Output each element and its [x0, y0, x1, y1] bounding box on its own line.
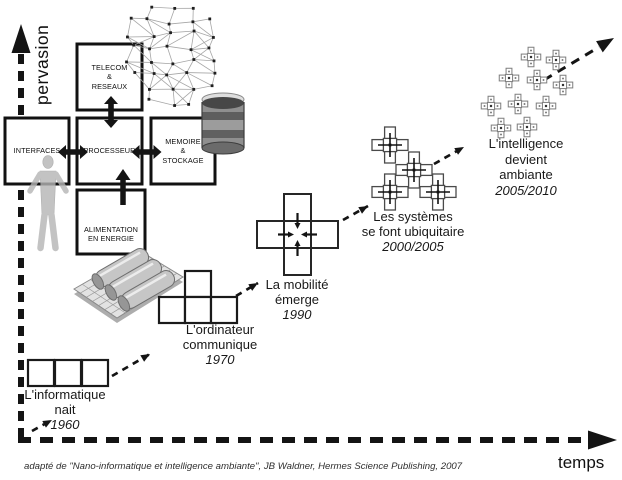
stage-2000-label: Les systèmes se font ubiquitaire 2000/20…: [361, 209, 465, 254]
human-figure-icon: [27, 155, 69, 252]
stage-1990-cluster: [256, 193, 339, 276]
pervasion-axis: [11, 24, 31, 437]
stage-1960-cluster: [26, 358, 110, 388]
up-arrow-icon: [11, 24, 31, 53]
database-cylinder-icon: [201, 92, 245, 155]
stage-2005-label: L'intelligence devient ambiante 2005/201…: [488, 136, 564, 198]
source-caption: adapté de "Nano-informatique et intellig…: [24, 461, 463, 472]
stage-1970-label: L'ordinateur communique 1970: [182, 322, 258, 367]
telecom-label: TELECOM & RESEAUX: [91, 63, 128, 91]
right-arrow-icon: [588, 430, 617, 450]
x-axis-label: temps: [558, 453, 605, 472]
interfaces-label: INTERFACES: [13, 146, 61, 156]
stage-2000-clusters: [371, 126, 457, 211]
dashed-diagonal-arrow-icon: [31, 38, 614, 433]
processeur-label: PROCESSEUR: [83, 146, 136, 156]
stage-1970-cluster: [157, 269, 239, 325]
stage-1990-arrows: [278, 213, 317, 256]
alimentation-box: [75, 188, 147, 256]
stage-2005-clusters: [480, 46, 574, 139]
y-axis-label: pervasion: [32, 24, 52, 105]
battery-cells-icon: [73, 248, 184, 323]
alimentation-label: ALIMENTATION EN ENERGIE: [83, 224, 139, 243]
memoire-label: MEMOIRE & STOCKAGE: [162, 137, 204, 165]
temps-axis: [18, 430, 617, 450]
stage-1960-label: L'informatique nait 1960: [24, 387, 106, 432]
network-mesh-icon: [125, 5, 217, 107]
architecture-blocks: [3, 42, 217, 256]
stage-1990-label: La mobilité émerge 1990: [265, 277, 329, 322]
